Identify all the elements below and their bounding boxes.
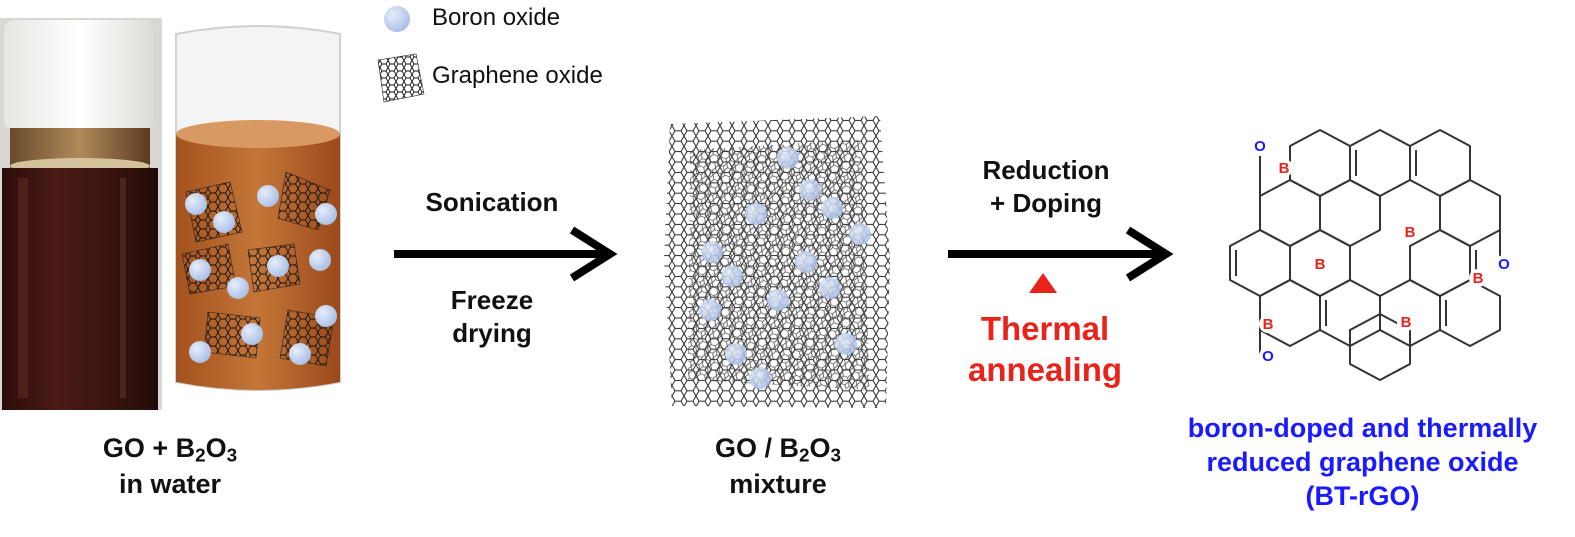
- left-caption-medium: in water: [118, 469, 222, 500]
- atom-labels: O B B B B O B B O: [1251, 137, 1513, 365]
- thermal-label: Thermal: [980, 310, 1110, 347]
- legend-graphene-oxide-label: Graphene oxide: [432, 62, 603, 89]
- sonication-label: Sonication: [425, 187, 559, 217]
- freeze-drying-label: Freeze drying: [392, 284, 592, 349]
- heat-triangle-icon: [1029, 273, 1057, 293]
- right-caption-line2: reduced graphene oxide: [1206, 446, 1519, 477]
- oxygen-atom-top: O: [1254, 138, 1266, 155]
- oxygen-atom-right: O: [1498, 256, 1510, 273]
- sonication-arrow: [394, 226, 618, 282]
- mid-caption-mixture: mixture: [729, 469, 827, 500]
- double-bond-lines: [1235, 150, 1477, 326]
- boron-atom-bottom: B: [1263, 316, 1274, 333]
- go-b2o3-mixture-graphic: [664, 116, 890, 408]
- hexagon-rings: [1229, 129, 1501, 381]
- reduction-arrow: [948, 226, 1174, 282]
- left-caption-formula: GO + B2O3: [102, 433, 238, 467]
- thermal-annealing-label: Thermal annealing: [940, 308, 1150, 391]
- bt-rgo-structure: O B B B B O B B O: [1229, 129, 1513, 381]
- oxygen-atom-bottom: O: [1262, 348, 1274, 365]
- boron-atom-right: B: [1473, 270, 1484, 287]
- beaker-dispersion: [175, 25, 341, 391]
- doping-label: + Doping: [990, 187, 1102, 218]
- reduction-label: Reduction: [982, 155, 1110, 185]
- vial-photo: [0, 18, 162, 410]
- freeze-label: Freeze: [450, 285, 534, 315]
- right-caption-line3: (BT-rGO): [1305, 480, 1420, 511]
- legend-boron-oxide-label: Boron oxide: [432, 4, 561, 31]
- right-caption: boron-doped and thermally reduced graphe…: [1150, 412, 1575, 513]
- boron-atom-right-upper: B: [1405, 224, 1416, 241]
- reduction-doping-label: Reduction + Doping: [946, 154, 1146, 219]
- drying-label: drying: [452, 317, 532, 348]
- left-caption: GO + B2O3 in water: [40, 432, 300, 502]
- boron-atom-top: B: [1279, 160, 1290, 177]
- mid-caption-formula: GO / B2O3: [714, 433, 842, 467]
- boron-atom-lower: B: [1401, 314, 1412, 331]
- mid-caption: GO / B2O3 mixture: [648, 432, 908, 502]
- right-caption-line1: boron-doped and thermally: [1187, 413, 1538, 443]
- boron-oxide-legend-icon: [384, 6, 410, 32]
- boron-atom-center: B: [1315, 256, 1326, 273]
- annealing-label: annealing: [967, 351, 1123, 389]
- graphene-oxide-legend-icon: [377, 53, 425, 103]
